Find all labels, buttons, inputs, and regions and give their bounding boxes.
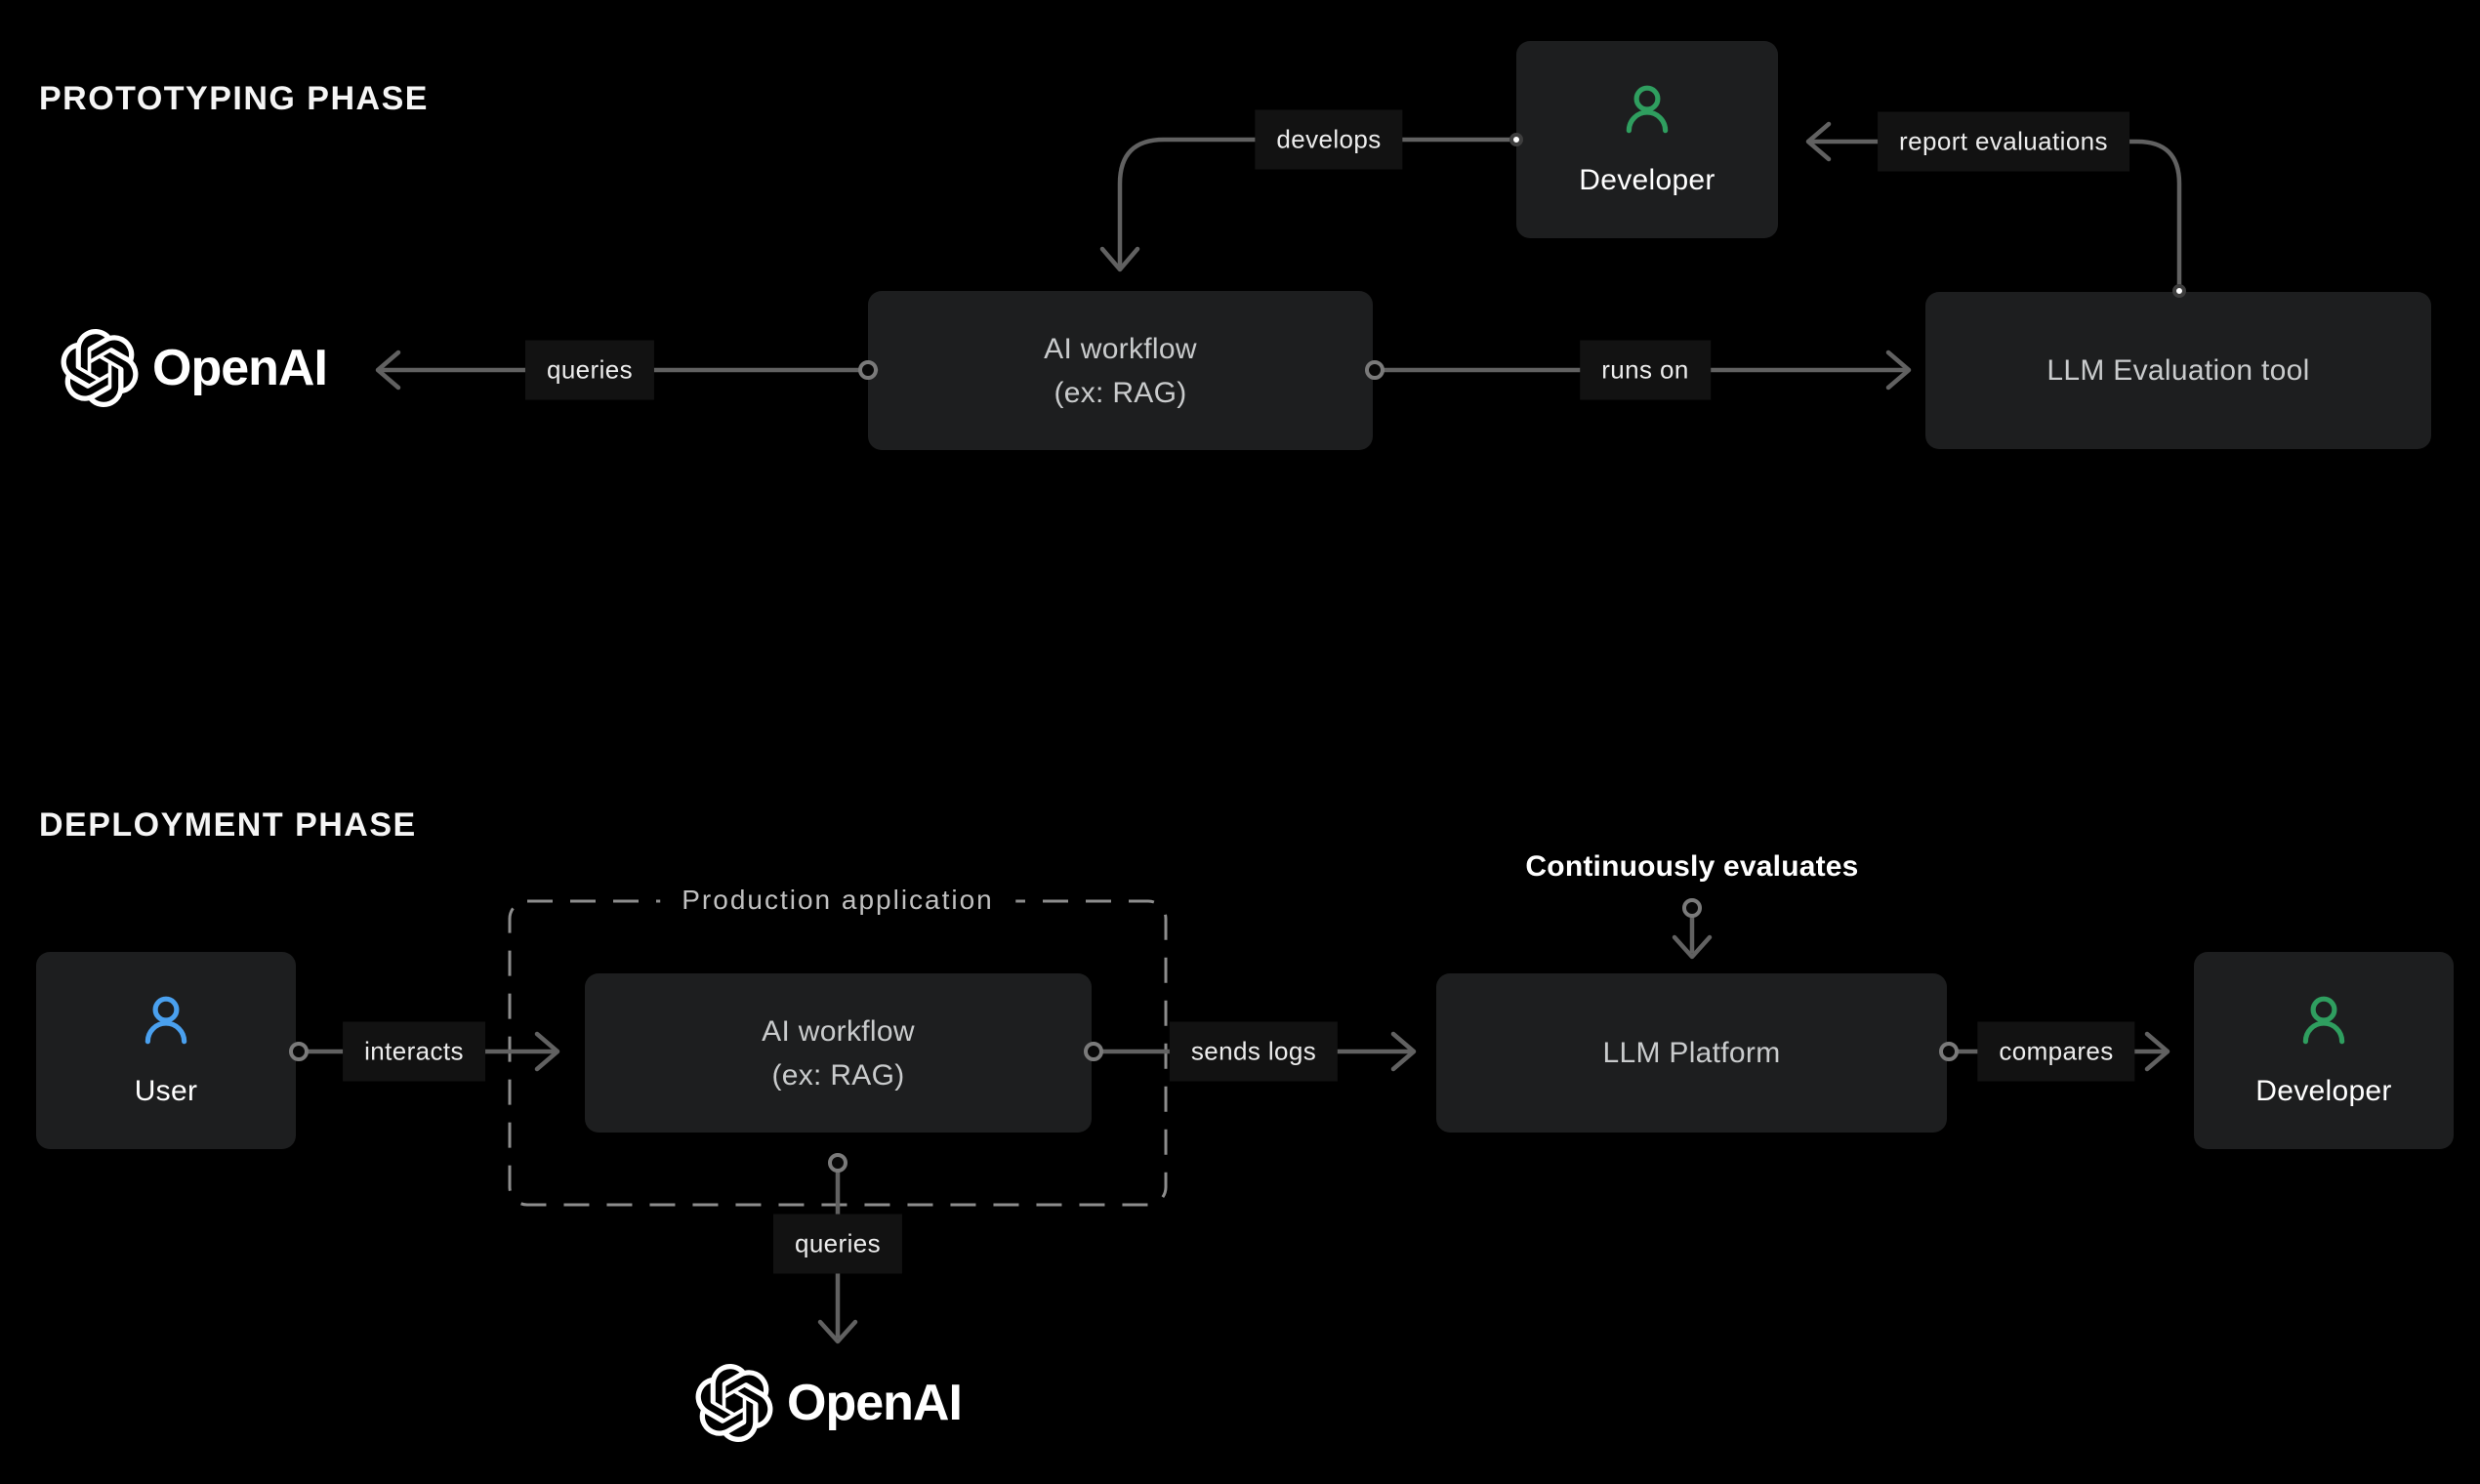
openai-mark-icon — [695, 1364, 773, 1443]
edge-label-runs-on: runs on — [1580, 340, 1711, 400]
openai-wordmark: OpenAI — [787, 1375, 963, 1431]
prototyping-phase-title: PROTOTYPING PHASE — [39, 80, 429, 117]
edge-label-report-evaluations: report evaluations — [1878, 111, 2129, 172]
developer-label: Developer — [1579, 164, 1715, 196]
developer-person-icon — [2302, 996, 2345, 1045]
openai-wordmark: OpenAI — [152, 340, 328, 396]
edge-continuously-evaluates — [1672, 898, 1713, 960]
ai-workflow-line2: (ex: RAG) — [771, 1058, 905, 1092]
node-llm-evaluation-tool: LLM Evaluation tool — [1925, 292, 2431, 449]
user-label: User — [134, 1075, 198, 1107]
node-developer-deployment: Developer — [2194, 952, 2454, 1149]
node-developer-prototyping: Developer — [1516, 41, 1778, 238]
node-ai-workflow-prototyping: AI workflow (ex: RAG) — [868, 291, 1373, 450]
ai-workflow-line2: (ex: RAG) — [1054, 376, 1187, 409]
node-llm-platform: LLM Platform — [1436, 973, 1947, 1133]
edge-label-sends-logs: sends logs — [1169, 1021, 1339, 1082]
edge-develops — [1099, 133, 1523, 272]
llm-platform-label: LLM Platform — [1602, 1037, 1781, 1069]
developer-label: Developer — [2255, 1075, 2392, 1107]
edge-label-interacts: interacts — [343, 1021, 485, 1082]
production-application-label: Production application — [660, 883, 1015, 918]
continuously-evaluates-annotation: Continuously evaluates — [1525, 850, 1859, 883]
ai-workflow-line1: AI workflow — [1044, 332, 1197, 365]
user-person-icon — [145, 996, 187, 1045]
ai-workflow-line1: AI workflow — [762, 1014, 915, 1048]
edge-label-compares: compares — [1977, 1021, 2135, 1082]
edge-report-evaluations — [1805, 121, 2186, 298]
deployment-phase-title: DEPLOYMENT PHASE — [39, 806, 417, 844]
edge-label-queries-bottom: queries — [772, 1214, 903, 1274]
openai-logo-prototyping: OpenAI — [61, 328, 328, 408]
node-ai-workflow-deployment: AI workflow (ex: RAG) — [585, 973, 1092, 1133]
openai-mark-icon — [61, 329, 139, 408]
openai-logo-deployment: OpenAI — [695, 1363, 963, 1443]
llm-eval-label: LLM Evaluation tool — [2046, 354, 2310, 387]
node-user: User — [36, 952, 296, 1149]
edge-label-queries-top: queries — [524, 340, 655, 400]
edge-label-develops: develops — [1255, 109, 1403, 170]
developer-person-icon — [1626, 85, 1669, 134]
